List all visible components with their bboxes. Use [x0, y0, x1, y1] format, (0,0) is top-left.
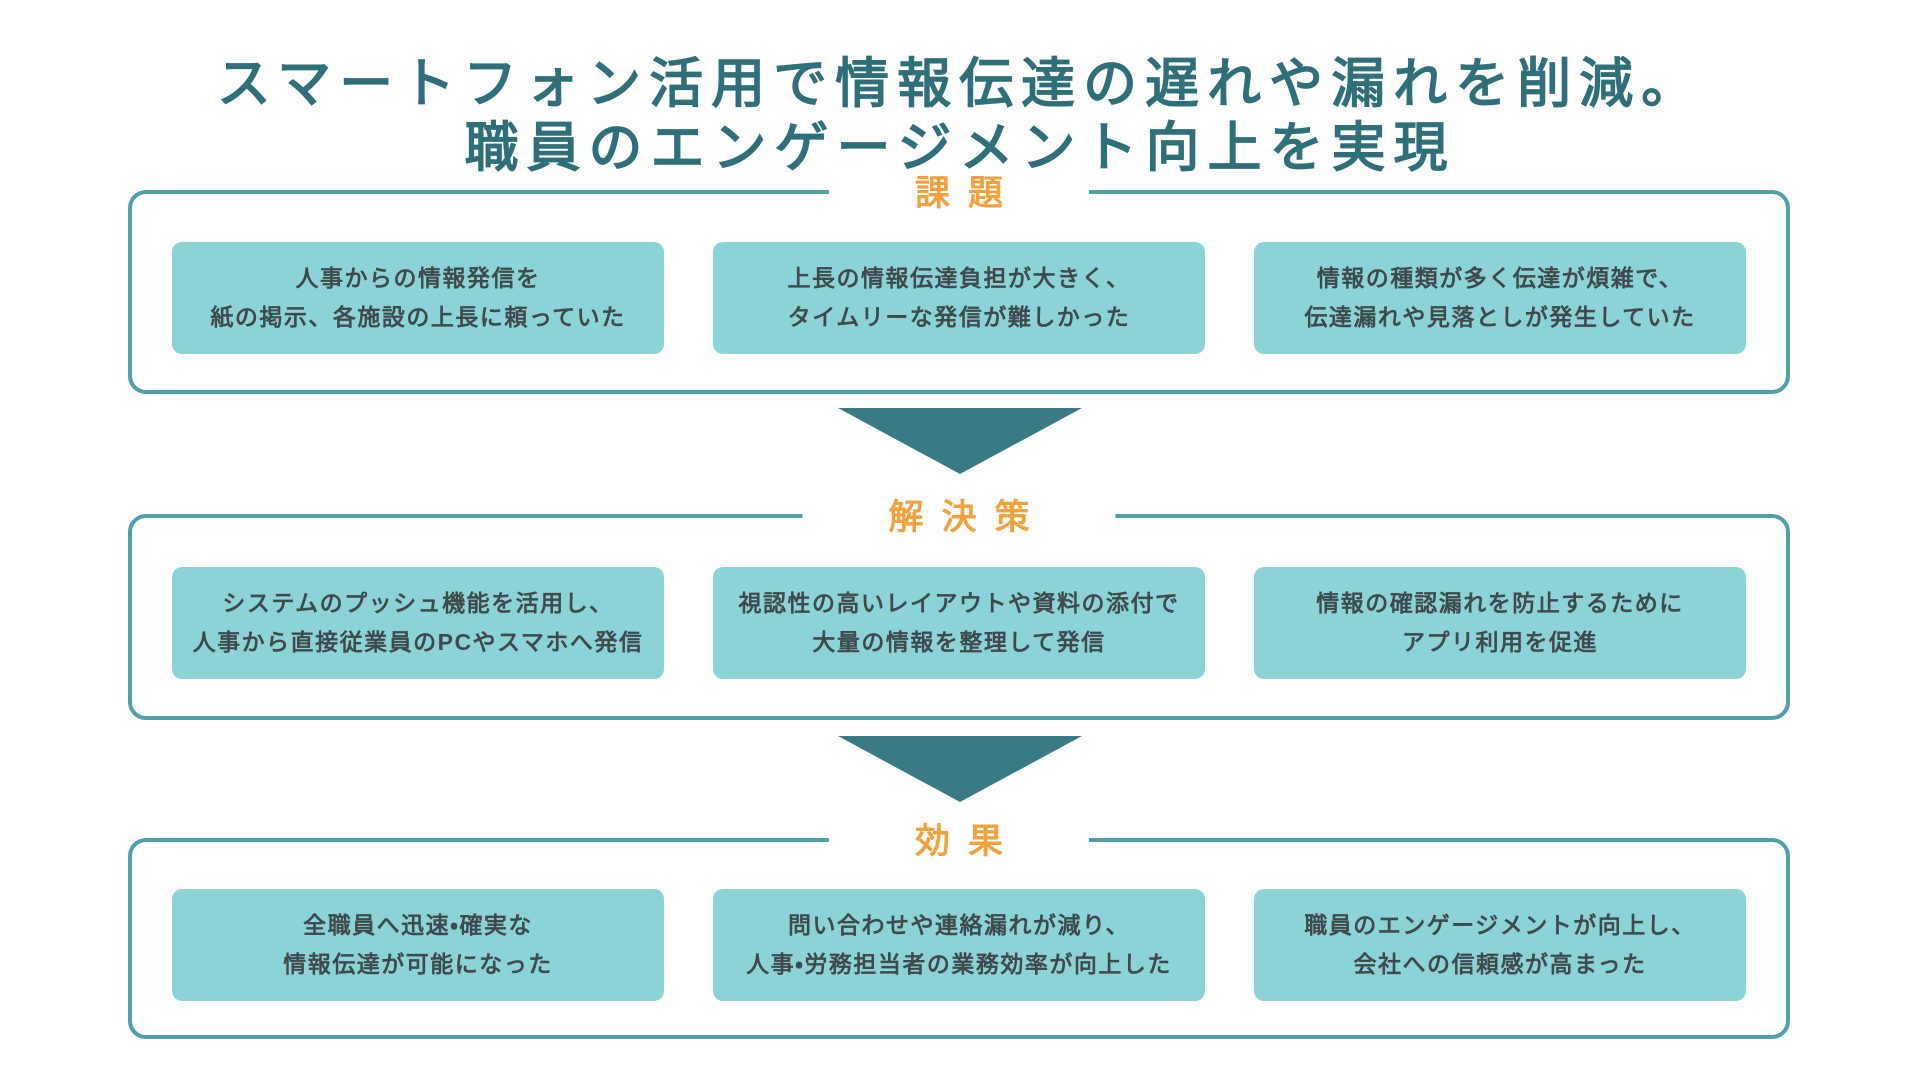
- effect-box-1-line-2: 情報伝達が可能になった: [283, 950, 553, 977]
- down-arrow-icon: [838, 408, 1082, 474]
- issue-box-1-line-2: 紙の掲示、各施設の上長に頼っていた: [210, 304, 626, 330]
- section-solutions-header: 解決策: [802, 494, 1116, 542]
- issue-box-1-line-1: 人事からの情報発信を: [295, 265, 541, 291]
- issue-box-1: 人事からの情報発信を 紙の掲示、各施設の上長に頼っていた: [172, 242, 664, 354]
- solution-box-3-line-2: アプリ利用を促進: [1402, 629, 1598, 655]
- down-arrow-icon: [838, 736, 1082, 802]
- issue-box-2: 上長の情報伝達負担が大きく、 タイムリーな発信が難しかった: [713, 242, 1205, 354]
- effect-box-2: 問い合わせや連絡漏れが減り、 人事・労務担当者の業務効率が向上した: [713, 888, 1205, 1001]
- section-issues-boxes: 人事からの情報発信を 紙の掲示、各施設の上長に頼っていた 上長の情報伝達負担が大…: [132, 194, 1786, 390]
- section-effects: 効果 全職員へ迅速・確実な 情報伝達が可能になった 問い合わせや連絡漏れが減り、…: [128, 818, 1790, 1039]
- effect-box-2-line-2: 人事・労務担当者の業務効率が向上した: [746, 950, 1172, 977]
- effect-box-1: 全職員へ迅速・確実な 情報伝達が可能になった: [172, 888, 664, 1001]
- section-solutions: 解決策 システムのプッシュ機能を活用し、 人事から直接従業員のPCやスマホへ発信…: [128, 494, 1790, 720]
- effect-box-2-line-1: 問い合わせや連絡漏れが減り、: [787, 911, 1131, 938]
- effect-box-3: 職員のエンゲージメントが向上し、 会社への信頼感が高まった: [1254, 888, 1746, 1001]
- page-title-line-2: 職員のエンゲージメント向上を実現: [464, 118, 1456, 179]
- page-title-line-1: スマートフォン活用で情報伝達の遅れや漏れを削減。: [216, 54, 1704, 115]
- issue-box-3-line-1: 情報の種類が多く伝達が煩雑で、: [1316, 265, 1684, 291]
- section-issues-header: 課題: [828, 170, 1090, 218]
- page-title: スマートフォン活用で情報伝達の遅れや漏れを削減。 職員のエンゲージメント向上を実…: [0, 52, 1920, 180]
- effect-box-3-line-2: 会社への信頼感が高まった: [1353, 950, 1647, 977]
- solution-box-3: 情報の確認漏れを防止するために アプリ利用を促進: [1254, 567, 1746, 679]
- solution-box-1-line-2: 人事から直接従業員のPCやスマホへ発信: [192, 629, 644, 655]
- issue-box-3: 情報の種類が多く伝達が煩雑で、 伝達漏れや見落としが発生していた: [1254, 242, 1746, 354]
- effect-box-1-line-1: 全職員へ迅速・確実な: [303, 911, 533, 938]
- issue-box-2-line-1: 上長の情報伝達負担が大きく、: [787, 265, 1131, 291]
- section-solutions-boxes: システムのプッシュ機能を活用し、 人事から直接従業員のPCやスマホへ発信 視認性…: [132, 518, 1786, 716]
- solution-box-2-line-2: 大量の情報を整理して発信: [812, 629, 1106, 655]
- section-issues: 課題 人事からの情報発信を 紙の掲示、各施設の上長に頼っていた 上長の情報伝達負…: [128, 170, 1790, 394]
- issue-box-3-line-2: 伝達漏れや見落としが発生していた: [1304, 304, 1696, 330]
- solution-box-1-line-1: システムのプッシュ機能を活用し、: [222, 590, 614, 616]
- solution-box-1: システムのプッシュ機能を活用し、 人事から直接従業員のPCやスマホへ発信: [172, 567, 664, 679]
- solution-box-2-line-1: 視認性の高いレイアウトや資料の添付で: [738, 590, 1180, 616]
- effect-box-3-line-1: 職員のエンゲージメントが向上し、: [1304, 911, 1696, 938]
- solution-box-3-line-1: 情報の確認漏れを防止するために: [1316, 590, 1684, 616]
- section-effects-header: 効果: [828, 818, 1090, 866]
- section-effects-boxes: 全職員へ迅速・確実な 情報伝達が可能になった 問い合わせや連絡漏れが減り、 人事…: [132, 842, 1786, 1035]
- solution-box-2: 視認性の高いレイアウトや資料の添付で 大量の情報を整理して発信: [713, 567, 1205, 679]
- issue-box-2-line-2: タイムリーな発信が難しかった: [787, 304, 1131, 330]
